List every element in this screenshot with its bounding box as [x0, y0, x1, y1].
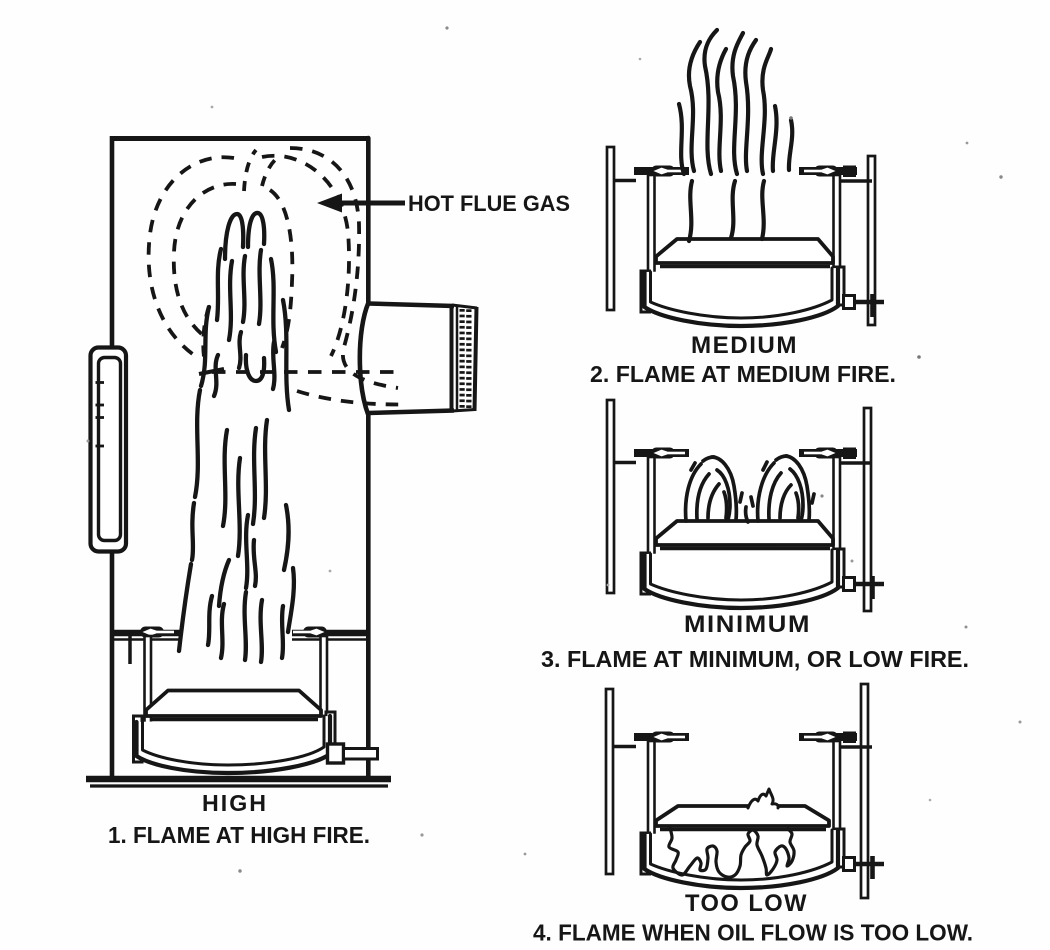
svg-text:MEDIUM: MEDIUM — [691, 332, 798, 359]
svg-text:TOO LOW: TOO LOW — [685, 890, 808, 917]
svg-text:3. FLAME AT MINIMUM, OR LOW FI: 3. FLAME AT MINIMUM, OR LOW FIRE. — [541, 646, 969, 672]
svg-text:MINIMUM: MINIMUM — [684, 611, 811, 638]
svg-text:4. FLAME WHEN OIL FLOW IS TOO: 4. FLAME WHEN OIL FLOW IS TOO LOW. — [533, 920, 973, 946]
svg-text:HOT FLUE GAS: HOT FLUE GAS — [408, 191, 570, 216]
svg-text:HIGH: HIGH — [202, 790, 268, 816]
svg-text:2. FLAME AT MEDIUM FIRE.: 2. FLAME AT MEDIUM FIRE. — [590, 361, 896, 387]
svg-text:1. FLAME AT HIGH FIRE.: 1. FLAME AT HIGH FIRE. — [108, 822, 370, 848]
